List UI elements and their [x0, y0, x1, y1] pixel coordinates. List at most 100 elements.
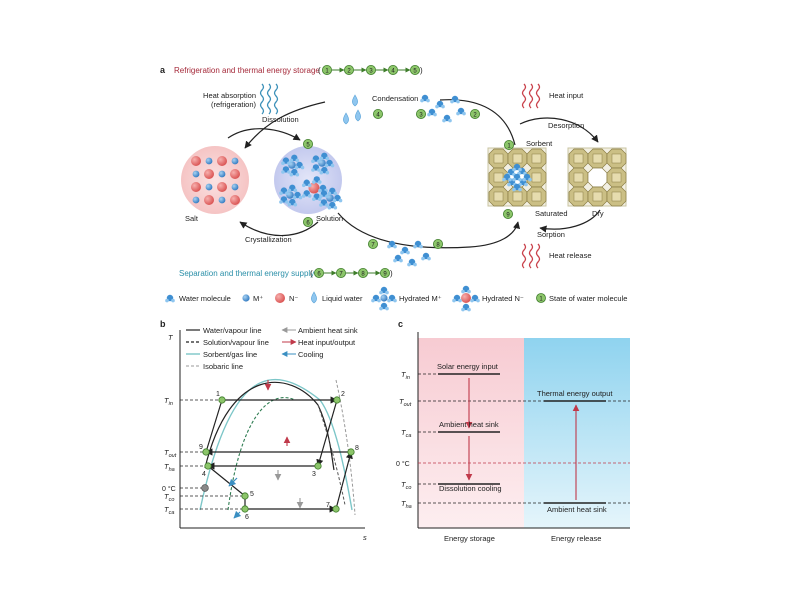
condensation-arc-right	[439, 99, 516, 146]
c-tick-tout: T	[399, 397, 405, 406]
dissolution-arrow	[227, 128, 301, 141]
top-state-2-label: 2	[347, 68, 351, 74]
m-plus-ion	[192, 170, 200, 178]
crystallization-arc	[239, 221, 319, 237]
b-point-label-p7: 7	[326, 502, 330, 509]
svg-text:Tout: Tout	[164, 448, 177, 459]
top-state-2: 2	[343, 65, 354, 76]
cycle-4-5	[207, 465, 246, 497]
dissolution-label: Dissolution	[262, 115, 299, 124]
b-point-p8	[347, 448, 355, 456]
crystallization-label: Crystallization	[245, 235, 292, 244]
heat-absorption-waves	[259, 83, 279, 115]
c-tick-tha: T	[401, 499, 407, 508]
hydrated-n-cluster	[301, 176, 328, 201]
hydrated-m-cluster	[311, 152, 335, 175]
b-tick-tca-sub: ca	[169, 510, 175, 516]
m-plus-ion	[205, 183, 213, 191]
framework-cell	[606, 148, 627, 169]
b-point-p1	[218, 396, 226, 404]
state-marker-s6: 6	[302, 216, 313, 227]
b-tick-tca: T	[164, 505, 170, 514]
dissolution-arc	[244, 101, 326, 149]
bottom-state-6-label: 6	[317, 271, 321, 277]
panel-c-letter: c	[398, 319, 403, 329]
cycle-2-3	[316, 399, 338, 467]
c-energy-release-label: Energy release	[551, 534, 601, 543]
state-marker-s7-label: 7	[371, 242, 375, 248]
legend-state: State of water molecule	[549, 294, 627, 303]
c-tick-tha-sub: ha	[406, 504, 412, 510]
heat-release-waves	[521, 243, 541, 269]
legend-water-vapour: Water/vapour line	[203, 326, 262, 335]
sorbent-gas-curve	[199, 378, 353, 511]
m-plus-ion	[231, 157, 239, 165]
state-marker-s5: 5	[302, 138, 313, 149]
title-refrigeration: Refrigeration and thermal energy storage	[174, 66, 320, 75]
solution-ions	[279, 152, 343, 210]
panel-b-letter: b	[160, 319, 166, 329]
framework-cell	[587, 167, 608, 188]
b-point-p5	[241, 492, 249, 500]
legend-solution-vapour: Solution/vapour line	[203, 338, 269, 347]
bottom-state-8: 8	[357, 267, 368, 278]
b-point-label-p5: 5	[250, 491, 254, 498]
top-state-3-label: 3	[369, 68, 373, 74]
state-marker-s9-label: 9	[506, 212, 510, 218]
legend-hydrated-n: Hydrated N⁻	[482, 294, 524, 303]
water-vapour-curve	[204, 381, 335, 471]
state-marker-s4-label: 4	[376, 112, 380, 118]
svg-text:Tco: Tco	[401, 480, 411, 491]
desorption-arrow	[519, 117, 599, 143]
state-marker-s1-label: 1	[507, 143, 511, 149]
sorbent-label: Sorbent	[526, 139, 553, 148]
b-ticks: Tin Tout Tha 0 °C Tco Tca	[162, 396, 177, 516]
state-marker-s2: 2	[469, 109, 480, 120]
b-tick-tco: T	[164, 492, 170, 501]
c-solar-label: Solar energy input	[437, 362, 499, 371]
sorption-path	[337, 212, 521, 249]
m-plus-ion	[192, 196, 200, 204]
cycle-9-1	[205, 399, 223, 453]
framework-cell	[526, 148, 547, 169]
state-marker-s3-label: 3	[419, 112, 423, 118]
b-cooling-arrow-1	[228, 477, 238, 487]
framework-cell	[568, 186, 589, 207]
b-point-label-p1: 1	[216, 391, 220, 398]
framework-cell	[606, 186, 627, 207]
hydrated-m-cluster	[279, 184, 303, 207]
framework-cell	[606, 167, 627, 188]
b-tick-tout-sub: out	[169, 453, 177, 459]
sorbent-saturated	[487, 147, 547, 207]
liquid-water-drop	[352, 94, 358, 107]
legend-heat-io: Heat input/output	[298, 338, 356, 347]
legend-isobaric: Isobaric line	[203, 362, 243, 371]
state-icon	[536, 293, 546, 303]
b-tick-tin-sub: in	[169, 401, 173, 407]
n-minus-ion	[191, 182, 201, 192]
b-tick-tha: T	[164, 462, 170, 471]
legend-cooling: Cooling	[298, 350, 323, 359]
liquid-water-drop	[355, 109, 361, 122]
state-marker-s2-label: 2	[473, 112, 477, 118]
panel-a-letter: a	[160, 65, 166, 75]
c-tick-tco: T	[401, 480, 407, 489]
vapour-molecules-top	[420, 94, 466, 123]
svg-text:Tin: Tin	[401, 370, 410, 381]
sorption-arrow	[539, 209, 601, 233]
b-point-label-p9: 9	[199, 444, 203, 451]
framework-cell	[526, 186, 547, 207]
c-tick-tin-sub: in	[406, 375, 410, 381]
b-legend: Water/vapour line Solution/vapour line S…	[186, 326, 358, 371]
bottom-state-6: 6	[313, 267, 324, 278]
solution-vapour-curve	[227, 397, 296, 511]
c-thermal-output-label: Thermal energy output	[537, 389, 613, 398]
b-x-label: s	[363, 533, 367, 542]
hydrated-m-icon	[371, 286, 397, 311]
state-marker-s7: 7	[367, 238, 378, 249]
title-separation: Separation and thermal energy supply	[179, 269, 314, 278]
c-ambient-left-label: Ambient heat sink	[439, 420, 499, 429]
state-marker-s8: 8	[432, 238, 443, 249]
